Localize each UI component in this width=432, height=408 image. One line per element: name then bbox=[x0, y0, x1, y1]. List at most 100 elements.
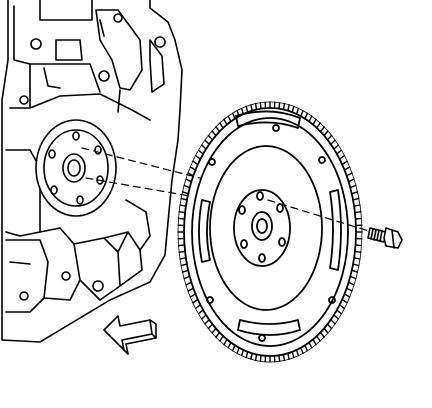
flange-inner-ring bbox=[43, 129, 109, 207]
ring-gear-tooth bbox=[343, 293, 351, 298]
alignment-lines bbox=[81, 147, 373, 233]
alignment-line-upper bbox=[81, 147, 201, 179]
ring-gear-tooth bbox=[287, 104, 290, 112]
ring-gear-tooth bbox=[236, 347, 240, 355]
ring-gear-tooth bbox=[245, 351, 249, 359]
ring-gear-tooth bbox=[259, 354, 262, 362]
ring-gear-tooth bbox=[326, 323, 333, 330]
ring-gear-tooth bbox=[254, 102, 258, 111]
ring-gear-tooth bbox=[333, 314, 340, 320]
ring-gear-tooth bbox=[227, 341, 232, 349]
ring-gear-tooth bbox=[326, 134, 333, 141]
ring-gear-tooth bbox=[341, 160, 348, 166]
ring-gear-tooth bbox=[319, 126, 325, 133]
ring-gear-tooth bbox=[295, 349, 300, 357]
alignment-line-lower bbox=[85, 177, 191, 197]
block-boss-4 bbox=[19, 95, 29, 105]
flange-bolt-hole-6 bbox=[48, 149, 56, 159]
ring-gear-tooth bbox=[347, 178, 355, 183]
crankshaft-flange bbox=[35, 119, 117, 217]
ring-gear-tooth bbox=[180, 197, 188, 201]
crank-pilot-bore bbox=[62, 153, 86, 183]
ring-gear-tooth bbox=[245, 105, 249, 113]
ring-gear-tooth bbox=[189, 293, 197, 298]
ring-gear-tooth bbox=[353, 257, 361, 260]
ring-gear-outline bbox=[177, 101, 363, 363]
flywheel-dowel-5 bbox=[206, 296, 214, 304]
ring-gear-tooth bbox=[223, 118, 228, 126]
ring-gear-tooth bbox=[177, 217, 186, 220]
ring-gear-tooth bbox=[192, 298, 199, 304]
bolt-head-flat bbox=[391, 229, 395, 249]
ring-gear-tooth bbox=[211, 327, 217, 334]
flywheel-bolt-hole-1 bbox=[256, 191, 264, 201]
ring-gear-tooth bbox=[185, 178, 193, 183]
ring-gear-tooth bbox=[189, 166, 197, 171]
flywheel-window-right bbox=[329, 189, 342, 271]
ring-gear-tooth bbox=[181, 191, 189, 195]
ring-gear-tooth bbox=[291, 105, 295, 113]
ring-gear-tooth bbox=[187, 287, 195, 292]
ring-gear-tooth bbox=[223, 338, 228, 346]
ring-gear-tooth bbox=[187, 172, 195, 177]
ring-gear-tooth bbox=[200, 314, 207, 320]
ring-gear-tooth bbox=[250, 352, 253, 360]
ring-gear-tooth bbox=[197, 309, 204, 315]
flywheel-dowel-4 bbox=[258, 334, 266, 342]
ring-gear-tooth bbox=[179, 257, 187, 260]
ring-gear-tooth bbox=[341, 298, 348, 304]
ring-gear-tooth bbox=[185, 281, 193, 286]
ring-gear-tooth bbox=[312, 118, 317, 126]
ring-gear-tooth bbox=[349, 275, 357, 280]
bolt-threads bbox=[370, 228, 383, 242]
flywheel-dowel-3 bbox=[328, 296, 336, 304]
ring-gear-tooth bbox=[345, 287, 353, 292]
ring-gear-tooth bbox=[345, 172, 353, 177]
flywheel-friction-face-inner bbox=[209, 145, 323, 311]
ring-gear-tooth bbox=[282, 353, 286, 362]
ring-gear-tooth bbox=[197, 149, 204, 155]
flywheel-center-bore-inner bbox=[256, 218, 268, 234]
ring-gear-tooth bbox=[323, 130, 329, 137]
ring-gear-tooth bbox=[353, 204, 361, 207]
ring-gear-tooth bbox=[330, 319, 336, 325]
ring-gear-tooth bbox=[351, 269, 359, 273]
block-boss-5 bbox=[61, 271, 71, 281]
ring-gear-tooth bbox=[323, 327, 329, 334]
ring-gear-tooth bbox=[181, 269, 189, 273]
flywheel-bolt-hole-6 bbox=[238, 205, 246, 215]
ring-gear-tooth bbox=[347, 281, 355, 286]
ring-gear-tooth bbox=[194, 154, 202, 160]
ring-gear-tooth bbox=[207, 134, 214, 141]
ring-gear-tooth bbox=[178, 250, 186, 254]
flywheel-bolt bbox=[367, 227, 403, 249]
flange-bolt-hole-2 bbox=[94, 145, 102, 155]
ring-gear-tooth bbox=[352, 197, 360, 201]
ring-gear-tooth bbox=[354, 250, 362, 254]
flywheel-dowel-1 bbox=[272, 124, 280, 132]
ring-gear-tooth bbox=[319, 331, 325, 338]
ring-gear-tooth bbox=[204, 319, 210, 325]
ring-gear-tooth bbox=[180, 263, 188, 267]
ring-gear-tooth bbox=[308, 341, 313, 349]
ring-gear-tooth bbox=[287, 352, 290, 360]
ring-gear-tooth bbox=[231, 112, 236, 120]
ring-gear-tooth bbox=[183, 184, 191, 189]
ring-gear-tooth bbox=[207, 323, 214, 330]
ring-gear-tooth bbox=[354, 210, 362, 214]
engine-block-ribs bbox=[43, 9, 165, 113]
engine-block-upper-casting bbox=[9, 0, 151, 121]
ring-gear-tooth bbox=[204, 139, 210, 146]
direction-arrow-depth bbox=[123, 319, 157, 355]
flywheel-bolt-hole-3 bbox=[278, 237, 286, 247]
ring-gear-tooth bbox=[194, 304, 202, 310]
ring-gear-tooth bbox=[177, 244, 186, 247]
flywheel-window-left bbox=[198, 199, 211, 263]
flywheel-dowel-6 bbox=[208, 158, 216, 166]
flange-bolt-hole-1 bbox=[72, 131, 80, 141]
flywheel-friction-face-outer bbox=[191, 117, 349, 347]
ring-gear-tooth bbox=[200, 144, 207, 150]
ring-gear-tooth bbox=[215, 126, 221, 133]
ring-gear-tooth bbox=[291, 351, 295, 359]
